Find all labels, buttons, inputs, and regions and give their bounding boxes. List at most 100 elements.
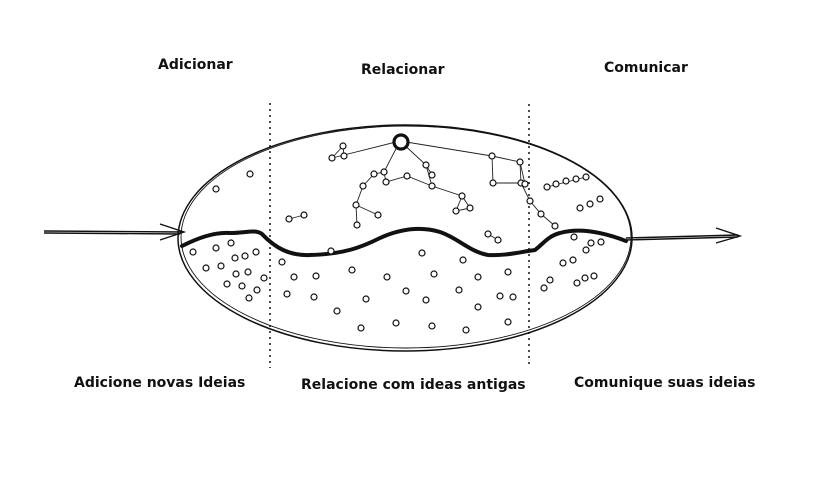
input-arrow-icon bbox=[43, 223, 187, 241]
idea-node bbox=[217, 262, 225, 270]
idea-node bbox=[260, 274, 268, 282]
idea-node bbox=[504, 268, 512, 276]
idea-node bbox=[340, 152, 348, 160]
idea-node bbox=[223, 280, 231, 288]
idea-node bbox=[383, 273, 391, 281]
stage-caption-add: Adicione novas Ideias bbox=[74, 375, 246, 391]
idea-node bbox=[348, 266, 356, 274]
idea-node bbox=[231, 254, 239, 262]
idea-node bbox=[374, 211, 382, 219]
idea-node bbox=[327, 247, 335, 255]
threshold-wave bbox=[180, 226, 628, 258]
idea-node bbox=[573, 279, 581, 287]
idea-node bbox=[526, 197, 534, 205]
idea-node bbox=[540, 284, 548, 292]
output-arrow-icon bbox=[625, 227, 743, 244]
idea-node bbox=[587, 239, 595, 247]
idea-node bbox=[488, 152, 496, 160]
idea-node bbox=[428, 322, 436, 330]
idea-node bbox=[359, 182, 367, 190]
idea-node bbox=[452, 207, 460, 215]
idea-node bbox=[459, 256, 467, 264]
idea-node bbox=[422, 296, 430, 304]
idea-node bbox=[551, 222, 559, 230]
idea-node bbox=[596, 195, 604, 203]
stage-title-relate: Relacionar bbox=[361, 62, 445, 78]
stage-title-add: Adicionar bbox=[158, 57, 233, 73]
idea-node bbox=[370, 170, 378, 178]
idea-node bbox=[489, 179, 497, 187]
idea-node bbox=[353, 221, 361, 229]
idea-node bbox=[504, 318, 512, 326]
idea-node bbox=[521, 180, 529, 188]
idea-node bbox=[418, 249, 426, 257]
idea-node bbox=[455, 286, 463, 294]
idea-node bbox=[474, 303, 482, 311]
idea-node bbox=[543, 183, 551, 191]
idea-node bbox=[290, 273, 298, 281]
idea-node bbox=[494, 236, 502, 244]
idea-node bbox=[537, 210, 545, 218]
idea-node bbox=[562, 177, 570, 185]
mind-ellipse bbox=[177, 124, 633, 352]
idea-node bbox=[244, 268, 252, 276]
idea-node bbox=[241, 252, 249, 260]
idea-node bbox=[392, 319, 400, 327]
idea-node bbox=[572, 175, 580, 183]
idea-node bbox=[590, 272, 598, 280]
idea-node bbox=[430, 270, 438, 278]
central-idea-node bbox=[392, 133, 410, 151]
idea-node bbox=[202, 264, 210, 272]
idea-node bbox=[496, 292, 504, 300]
idea-node bbox=[357, 324, 365, 332]
idea-node bbox=[581, 274, 589, 282]
stage-title-communicate: Comunicar bbox=[604, 60, 688, 76]
stage-caption-relate: Relacione com ideas antigas bbox=[301, 377, 526, 393]
idea-node bbox=[245, 294, 253, 302]
idea-node bbox=[310, 293, 318, 301]
idea-node bbox=[212, 244, 220, 252]
idea-node bbox=[569, 256, 577, 264]
idea-node bbox=[484, 230, 492, 238]
idea-node bbox=[333, 307, 341, 315]
idea-node bbox=[312, 272, 320, 280]
idea-node bbox=[227, 239, 235, 247]
idea-node bbox=[362, 295, 370, 303]
idea-node bbox=[428, 171, 436, 179]
idea-node bbox=[283, 290, 291, 298]
idea-node bbox=[380, 168, 388, 176]
idea-node bbox=[278, 258, 286, 266]
idea-node bbox=[402, 287, 410, 295]
idea-node bbox=[586, 200, 594, 208]
idea-node bbox=[509, 293, 517, 301]
idea-node bbox=[428, 182, 436, 190]
idea-node bbox=[570, 233, 578, 241]
idea-node bbox=[403, 172, 411, 180]
idea-node bbox=[546, 276, 554, 284]
idea-node bbox=[252, 248, 260, 256]
idea-node bbox=[246, 170, 254, 178]
idea-node bbox=[559, 259, 567, 267]
idea-node bbox=[462, 326, 470, 334]
idea-node bbox=[576, 204, 584, 212]
idea-node bbox=[189, 248, 197, 256]
stage-dividers bbox=[269, 103, 530, 368]
idea-node bbox=[328, 154, 336, 162]
idea-node bbox=[582, 246, 590, 254]
idea-node bbox=[582, 173, 590, 181]
idea-node bbox=[458, 192, 466, 200]
stage-caption-communicate: Comunique suas ideias bbox=[574, 375, 756, 391]
idea-node bbox=[552, 180, 560, 188]
idea-node bbox=[253, 286, 261, 294]
idea-node bbox=[516, 158, 524, 166]
idea-node bbox=[339, 142, 347, 150]
idea-node bbox=[285, 215, 293, 223]
idea-node bbox=[232, 270, 240, 278]
idea-node bbox=[422, 161, 430, 169]
idea-node bbox=[466, 204, 474, 212]
idea-node bbox=[597, 238, 605, 246]
idea-nodes bbox=[189, 142, 605, 334]
idea-node bbox=[352, 201, 360, 209]
idea-node bbox=[382, 178, 390, 186]
